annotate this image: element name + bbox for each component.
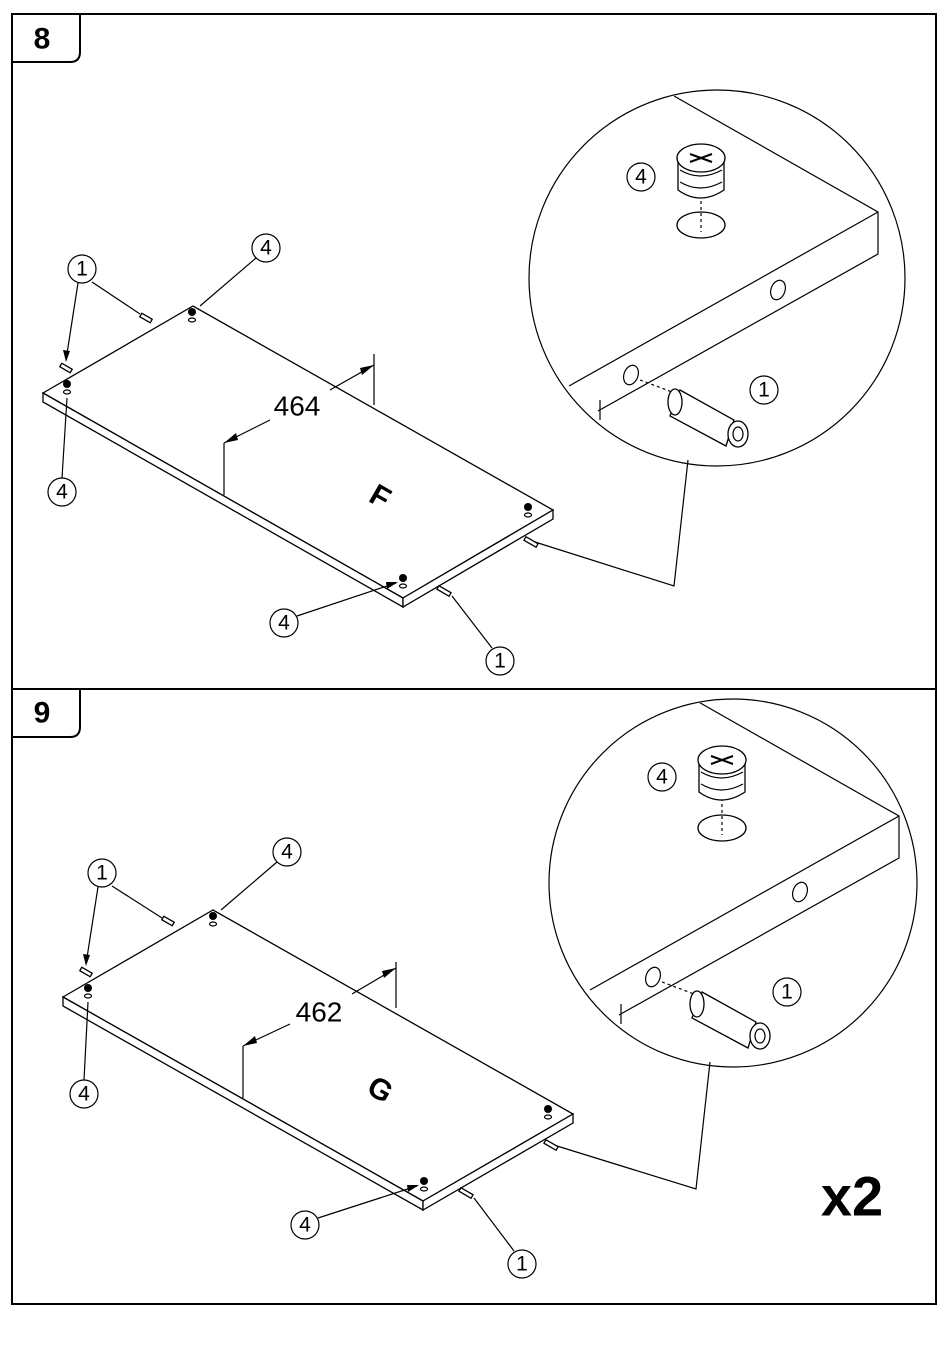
- svg-text:1: 1: [76, 258, 88, 281]
- board-f: 464 F: [43, 306, 553, 607]
- step-number: 8: [34, 23, 51, 56]
- svg-text:4: 4: [56, 481, 68, 504]
- svg-text:1: 1: [494, 650, 506, 673]
- dimension-label: 462: [296, 997, 343, 1028]
- svg-text:4: 4: [278, 612, 290, 635]
- svg-text:1: 1: [96, 862, 108, 885]
- callout-1-bottom: 1: [452, 596, 514, 675]
- callout-4-top: 4: [221, 838, 301, 910]
- svg-text:4: 4: [260, 237, 272, 260]
- step-9-panel: 9 462 G 1: [12, 689, 936, 1304]
- detail-callout-1: 1: [781, 981, 793, 1004]
- detail-view: 4 1: [529, 90, 905, 466]
- detail-callout-1: 1: [758, 379, 770, 402]
- step-8-panel: 8 464 F: [12, 14, 936, 689]
- board-g: 462 G: [63, 910, 573, 1210]
- detail-callout-4: 4: [656, 766, 668, 789]
- svg-text:4: 4: [299, 1214, 311, 1237]
- svg-text:4: 4: [78, 1083, 90, 1106]
- detail-callout-4: 4: [635, 166, 647, 189]
- step-number: 9: [34, 697, 51, 730]
- svg-text:1: 1: [516, 1253, 528, 1276]
- svg-text:4: 4: [281, 841, 293, 864]
- callout-4-top: 4: [200, 234, 280, 306]
- detail-view: 4 1: [549, 699, 917, 1067]
- dimension-label: 464: [274, 391, 321, 422]
- quantity-label: x2: [821, 1165, 883, 1228]
- callout-1-bottom: 1: [474, 1198, 536, 1278]
